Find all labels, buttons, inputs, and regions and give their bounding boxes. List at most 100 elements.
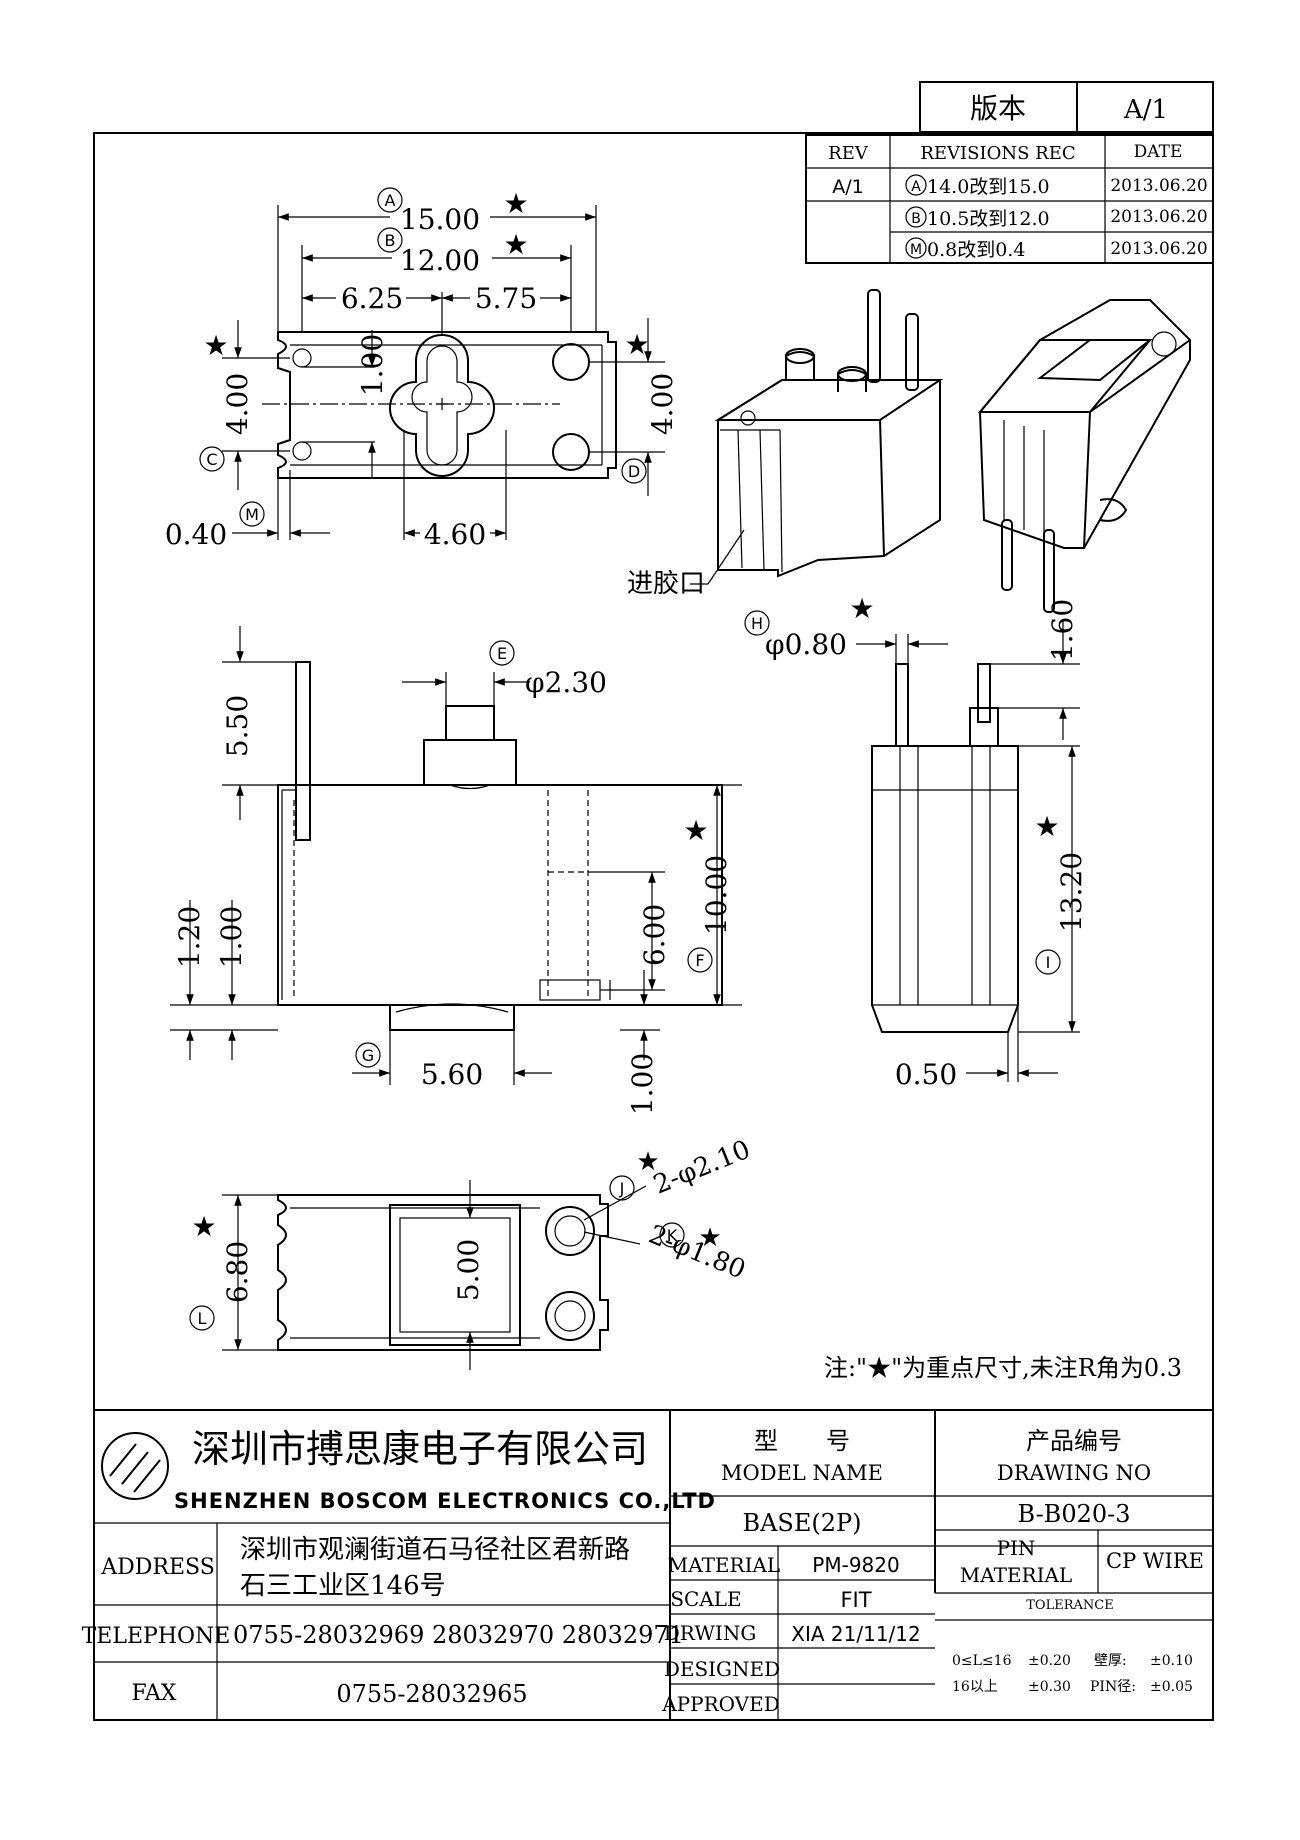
- star-icon: ★: [203, 329, 228, 362]
- tol-pin-label: PIN径:: [1090, 1679, 1136, 1695]
- dim-foot-width: 5.60: [421, 1058, 483, 1091]
- dim-pin-height: 5.50: [221, 695, 254, 757]
- dim-side-height: 13.20: [1055, 852, 1088, 932]
- star-icon: ★: [698, 1223, 721, 1253]
- revision-mark: A: [911, 179, 921, 195]
- date-col-header: DATE: [1134, 142, 1183, 162]
- company-name-en: SHENZHEN BOSCOM ELECTRONICS CO.,LTD: [174, 1489, 716, 1513]
- mark-f: F: [695, 951, 704, 970]
- drawing-label-en: DRAWING NO: [997, 1461, 1151, 1485]
- star-icon: ★: [1034, 810, 1059, 843]
- dim-bottom-width: 6.80: [221, 1241, 254, 1303]
- mark-b: B: [385, 231, 396, 250]
- mark-d: D: [628, 462, 640, 481]
- dim-step-b: 1.00: [215, 906, 248, 968]
- side-view: φ0.80 H ★ 1.60 13.20 ★ I 0.50: [744, 592, 1088, 1091]
- material-value: PM-9820: [812, 1553, 899, 1577]
- star-icon: ★: [636, 1147, 659, 1177]
- star-icon: ★: [849, 592, 874, 625]
- mark-a: A: [385, 191, 396, 210]
- revision-text: 10.5改到12.0: [927, 208, 1050, 230]
- star-icon: ★: [624, 328, 649, 361]
- revision-date: 2013.06.20: [1110, 207, 1207, 227]
- rev-value: A/1: [832, 176, 864, 198]
- dim-height: 10.00: [700, 855, 733, 935]
- dim-side-foot: 0.50: [895, 1058, 957, 1091]
- isometric-view-front: 进胶口: [627, 289, 944, 599]
- star-icon: ★: [191, 1210, 216, 1243]
- rec-col-header: REVISIONS REC: [920, 143, 1075, 164]
- dim-slot: 1.00: [356, 334, 389, 396]
- address-line-2: 石三工业区146号: [240, 1571, 446, 1601]
- dim-left: 6.25: [341, 282, 403, 315]
- tolerance-label: TOLERANCE: [1026, 1598, 1113, 1613]
- tol-wall-value: ±0.10: [1150, 1653, 1193, 1669]
- dim-pitch-right: 4.00: [646, 373, 679, 435]
- revision-mark: B: [911, 211, 921, 227]
- revision-text: 0.8改到0.4: [927, 239, 1025, 261]
- dim-hole-b: 2-φ1.80: [644, 1220, 749, 1286]
- tol-range-1: 0≤L≤16: [952, 1653, 1012, 1669]
- revision-row: A 14.0改到15.0 2013.06.20: [905, 174, 1208, 198]
- version-value: A/1: [1123, 95, 1168, 125]
- pin-material-label-1: PIN: [997, 1536, 1036, 1560]
- mark-e: E: [497, 644, 507, 663]
- revisions-table: REV REVISIONS REC DATE A/1 A 14.0改到15.0 …: [805, 134, 1214, 264]
- dim-inner-height: 6.00: [638, 904, 671, 966]
- dim-overall: 15.00: [400, 203, 480, 236]
- telephone-label: TELEPHONE: [82, 1624, 231, 1649]
- tol-value-2: ±0.30: [1028, 1679, 1071, 1695]
- drawing-label-cn: 产品编号: [1026, 1427, 1122, 1455]
- sheet-border: [93, 132, 1214, 1721]
- rev-col-header: REV: [828, 143, 869, 164]
- pin-material-value: CP WIRE: [1106, 1549, 1204, 1573]
- title-block: 深圳市搏思康电子有限公司 SHENZHEN BOSCOM ELECTRONICS…: [82, 1409, 1213, 1720]
- address-label: ADDRESS: [100, 1555, 215, 1580]
- drawn-by-label: DRWING: [664, 1621, 757, 1645]
- dim-hole-span: 4.60: [424, 518, 486, 551]
- isometric-view-rear: [977, 299, 1191, 613]
- star-icon: ★: [683, 814, 708, 847]
- drawing-number: B-B020-3: [1017, 1500, 1130, 1528]
- star-icon: ★: [503, 187, 528, 220]
- dim-step-a: 1.20: [173, 906, 206, 968]
- mark-k: K: [667, 1226, 678, 1245]
- mark-g: G: [362, 1046, 374, 1065]
- approved-label: APPROVED: [661, 1692, 780, 1716]
- revision-row: M 0.8改到0.4 2013.06.20: [905, 237, 1208, 261]
- mark-h: H: [751, 614, 763, 633]
- address-line-1: 深圳市观澜街道石马径社区君新路: [240, 1535, 630, 1565]
- pin-material-label-2: MATERIAL: [960, 1563, 1072, 1587]
- tol-pin-value: ±0.05: [1150, 1679, 1193, 1695]
- fax-label: FAX: [132, 1681, 177, 1706]
- version-label: 版本: [970, 92, 1026, 125]
- scale-label: SCALE: [670, 1587, 741, 1611]
- fax-value: 0755-28032965: [336, 1680, 527, 1708]
- scale-value: FIT: [840, 1588, 871, 1612]
- dim-right: 5.75: [475, 282, 537, 315]
- mark-m: M: [245, 505, 259, 524]
- dim-hole-a: 2-φ2.10: [649, 1135, 754, 1201]
- model-label-en: MODEL NAME: [721, 1461, 883, 1485]
- tol-range-2: 16以上: [952, 1679, 998, 1695]
- drawn-by-value: XIA 21/11/12: [791, 1622, 920, 1646]
- designed-label: DESIGNED: [664, 1657, 780, 1681]
- bottom-view: 5.00 6.80 ★ L 2-φ2.10 2-φ1.80 J ★ K ★: [189, 1135, 755, 1370]
- dim-wall: 0.40: [165, 518, 227, 551]
- tol-wall-label: 壁厚:: [1094, 1653, 1127, 1669]
- material-label: MATERIAL: [668, 1553, 780, 1577]
- drawing-note: 注:"★"为重点尺寸,未注R角为0.3: [824, 1354, 1182, 1382]
- revision-mark: M: [910, 242, 922, 258]
- dim-inner: 12.00: [400, 244, 480, 277]
- mark-j: J: [619, 1179, 625, 1198]
- telephone-value: 0755-28032969 28032970 28032971: [233, 1621, 684, 1649]
- mark-l: L: [198, 1309, 207, 1328]
- star-icon: ★: [503, 228, 528, 261]
- company-logo-icon: [101, 1432, 169, 1500]
- tol-value-1: ±0.20: [1028, 1653, 1071, 1669]
- mark-c: C: [206, 450, 217, 469]
- revision-date: 2013.06.20: [1110, 239, 1207, 259]
- dim-pitch: 4.00: [221, 373, 254, 435]
- model-value: BASE(2P): [742, 1509, 861, 1537]
